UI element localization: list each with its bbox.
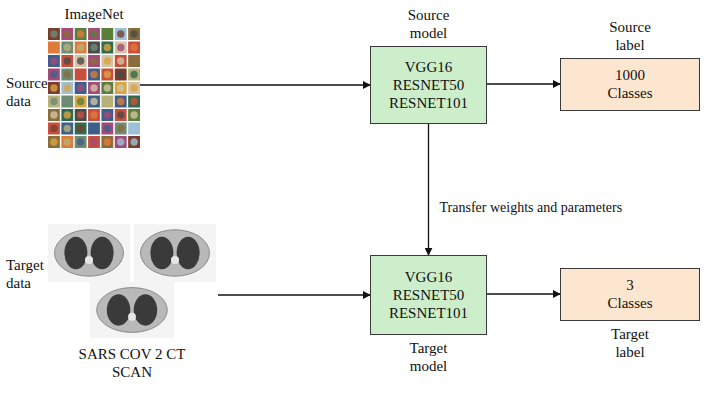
image-tile: [128, 136, 140, 148]
image-tile: [48, 109, 60, 121]
image-tile: [101, 109, 113, 121]
image-tile: [101, 82, 113, 94]
arrow-connector: [487, 293, 560, 294]
image-tile: [128, 55, 140, 67]
image-tile: [115, 28, 127, 40]
image-tile: [48, 55, 60, 67]
arrow-connector: [487, 83, 560, 84]
image-tile: [61, 42, 73, 54]
ct-slice: [48, 224, 130, 282]
arrow-connector: [140, 84, 370, 85]
heading-text: Target model: [410, 339, 448, 375]
image-tile: [115, 42, 127, 54]
target-label-box: 3 ClassesTarget label: [560, 268, 700, 321]
heading-text: ImageNet: [24, 5, 164, 23]
image-tile: [48, 28, 60, 40]
image-tile: [115, 82, 127, 94]
image-tile: [61, 96, 73, 108]
image-tile: [61, 123, 73, 135]
image-tile: [101, 123, 113, 135]
box-text: VGG16 RESNET50 RESNET101: [389, 268, 468, 323]
image-tile: [75, 28, 87, 40]
image-mosaic: [48, 28, 140, 148]
image-tile: [88, 136, 100, 148]
target-model-box: VGG16 RESNET50 RESNET101Target model: [370, 255, 487, 335]
image-tile: [101, 136, 113, 148]
image-tile: [88, 55, 100, 67]
source-label-box: Source label1000 Classes: [560, 58, 700, 111]
ct-scan-images: [46, 222, 218, 340]
image-tile: [88, 28, 100, 40]
image-tile: [128, 42, 140, 54]
image-tile: [115, 123, 127, 135]
image-tile: [48, 123, 60, 135]
image-tile: [101, 96, 113, 108]
image-tile: [75, 123, 87, 135]
target-image: SARS COV 2 CT SCAN: [46, 222, 218, 340]
arrow-connector: [428, 124, 429, 255]
box-text: VGG16 RESNET50 RESNET101: [389, 58, 468, 113]
image-tile: [128, 28, 140, 40]
image-tile: [128, 109, 140, 121]
heading-text: Target label: [611, 325, 649, 361]
image-tile: [75, 42, 87, 54]
source-model-box: Source modelVGG16 RESNET50 RESNET101: [370, 46, 487, 124]
image-tile: [115, 55, 127, 67]
image-tile: [75, 82, 87, 94]
image-tile: [75, 109, 87, 121]
image-tile: [128, 123, 140, 135]
image-tile: [88, 42, 100, 54]
image-tile: [128, 96, 140, 108]
image-tile: [101, 69, 113, 81]
heading-text: SARS COV 2 CT SCAN: [62, 345, 202, 381]
image-tile: [48, 96, 60, 108]
image-tile: [61, 69, 73, 81]
image-tile: [101, 55, 113, 67]
image-tile: [61, 82, 73, 94]
image-tile: [128, 82, 140, 94]
image-tile: [88, 123, 100, 135]
image-tile: [88, 96, 100, 108]
image-tile: [88, 82, 100, 94]
image-tile: [48, 82, 60, 94]
heading-text: Source label: [609, 18, 651, 54]
image-tile: [88, 109, 100, 121]
side-label: Target data: [6, 256, 44, 292]
image-tile: [61, 109, 73, 121]
image-tile: [101, 42, 113, 54]
ct-slice: [134, 224, 216, 282]
image-tile: [75, 69, 87, 81]
image-tile: [128, 69, 140, 81]
image-tile: [61, 28, 73, 40]
image-tile: [48, 136, 60, 148]
image-tile: [115, 69, 127, 81]
image-tile: [61, 136, 73, 148]
image-tile: [101, 28, 113, 40]
image-tile: [75, 136, 87, 148]
image-tile: [75, 55, 87, 67]
edge-label: Transfer weights and parameters: [437, 199, 626, 217]
arrow-connector: [218, 294, 370, 295]
box-text: 1000 Classes: [608, 66, 653, 103]
ct-slice: [90, 282, 174, 338]
image-tile: [115, 96, 127, 108]
image-tile: [115, 109, 127, 121]
image-tile: [115, 136, 127, 148]
image-tile: [48, 69, 60, 81]
image-tile: [48, 42, 60, 54]
box-text: 3 Classes: [608, 276, 653, 313]
heading-text: Source model: [408, 6, 450, 42]
source-image: ImageNet: [48, 28, 140, 148]
side-label: Source data: [6, 74, 48, 110]
image-tile: [88, 69, 100, 81]
image-tile: [61, 55, 73, 67]
image-tile: [75, 96, 87, 108]
